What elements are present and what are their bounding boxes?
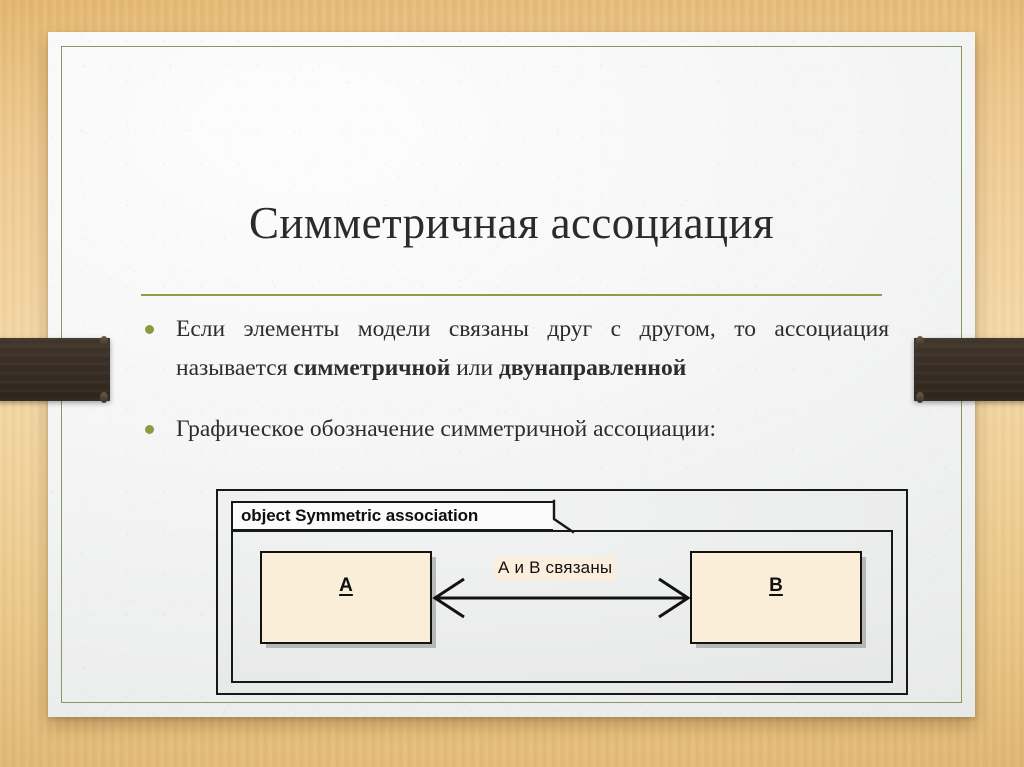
association-link-label: А и В связаны	[494, 557, 617, 580]
clip-nub-top-icon	[100, 336, 108, 347]
bullet-dot-icon	[145, 325, 154, 334]
bullet-text-part-2: или	[450, 355, 499, 381]
title-divider	[141, 294, 882, 296]
uml-object-diagram: object Symmetric association A B А и В с…	[216, 489, 908, 695]
slide-content: Симметричная ассоциация Если элементы мо…	[48, 32, 975, 717]
list-item-definition: Если элементы модели связаны друг с друг…	[141, 310, 889, 388]
presentation-slide: Симметричная ассоциация Если элементы мо…	[48, 32, 975, 717]
bullet-text-part-1: Если элементы модели связаны друг с друг…	[176, 316, 889, 381]
binder-clip-left	[0, 336, 110, 403]
page-title: Симметричная ассоциация	[248, 198, 775, 249]
bullet-text-bold-symmetric: симметричной	[293, 355, 451, 381]
uml-tab-clipped-corner-icon	[552, 499, 575, 534]
uml-diagram-name-tab: object Symmetric association	[231, 501, 553, 531]
binder-clip-right	[914, 336, 1024, 403]
bullet-dot-icon	[145, 425, 154, 434]
list-item-notation: Графическое обозначение симметричной асс…	[141, 410, 889, 449]
object-b-label: B	[769, 575, 783, 596]
object-node-a[interactable]: A	[260, 551, 432, 644]
bullet-text-notation: Графическое обозначение симметричной асс…	[176, 416, 716, 442]
uml-diagram-name-label: object Symmetric association	[241, 506, 479, 525]
object-node-b[interactable]: B	[690, 551, 862, 644]
bullet-text-bold-bidirectional: двунаправленной	[499, 355, 687, 381]
bullet-list: Если элементы модели связаны друг с друг…	[141, 310, 889, 463]
clip-nub-top-icon	[916, 336, 924, 347]
clip-nub-bottom-icon	[916, 392, 924, 403]
object-a-label: A	[339, 575, 353, 596]
clip-nub-bottom-icon	[100, 392, 108, 403]
